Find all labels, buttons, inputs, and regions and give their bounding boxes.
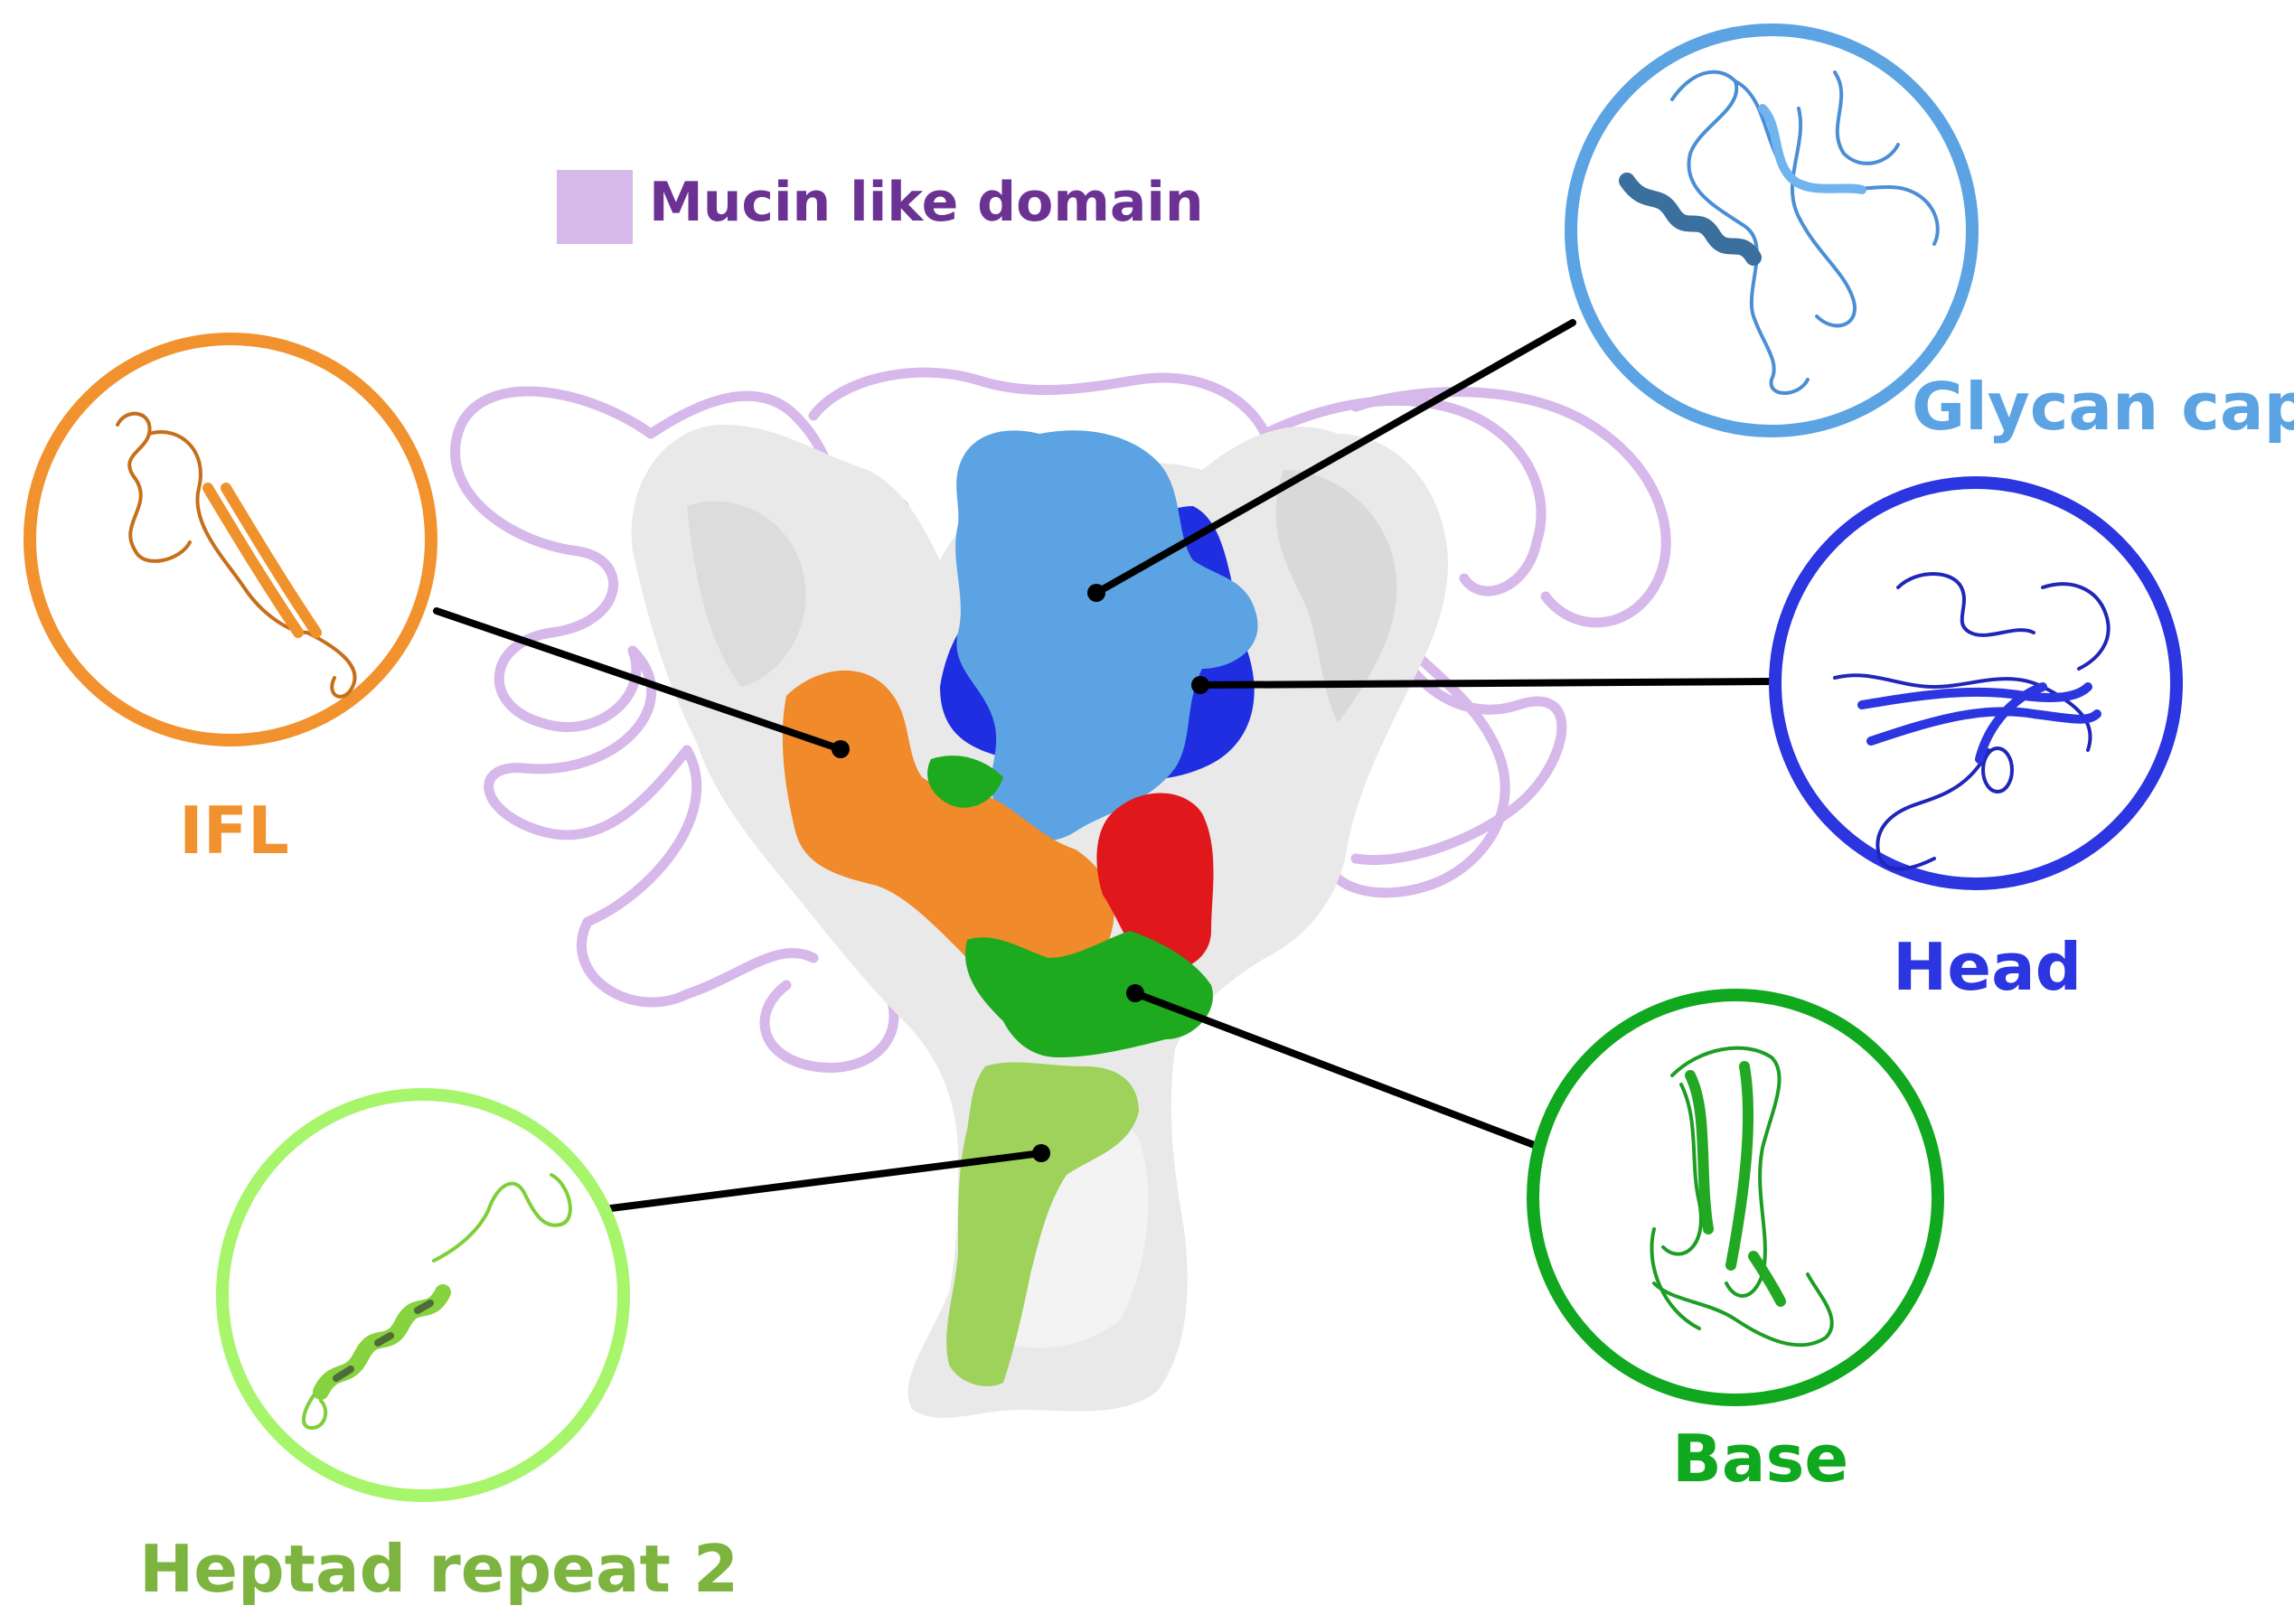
ifl-ribbon-icon (116, 411, 357, 699)
glycan-cap-ribbon-icon (1670, 70, 1940, 395)
base-ribbon-icon (1650, 1046, 1834, 1347)
glycan-cap-helix-icon (1619, 173, 1762, 266)
head-connector (1197, 678, 1775, 689)
domain-regions (782, 430, 1258, 1386)
head-ribbon-icon (1833, 572, 2111, 871)
mucin-legend-label: Mucin like domain (649, 171, 1204, 234)
mucin-legend-swatch (557, 170, 633, 244)
base-connector (1132, 990, 1540, 1150)
connector-lines (433, 319, 1775, 1212)
hr2-inset (216, 1088, 630, 1502)
head-inset (1769, 476, 2183, 890)
heptad-repeat-ribbon-icon (302, 1173, 572, 1430)
glycan-cap-inset (1565, 23, 1979, 437)
hr2-connector (607, 1150, 1045, 1212)
glycan-cap-connector (1093, 319, 1576, 596)
base-inset (1527, 989, 1944, 1406)
base-label: Base (1672, 1421, 1849, 1497)
ifl-connector (433, 607, 844, 753)
glycan-cap-label: Glycan cap (1912, 369, 2294, 445)
ifl-label: IFL (179, 793, 289, 868)
ifl-inset (24, 333, 437, 746)
heptad-repeat-2-label: Heptad repeat 2 (139, 1531, 739, 1607)
head-label: Head (1893, 929, 2082, 1005)
connector-dots (832, 584, 1209, 1162)
